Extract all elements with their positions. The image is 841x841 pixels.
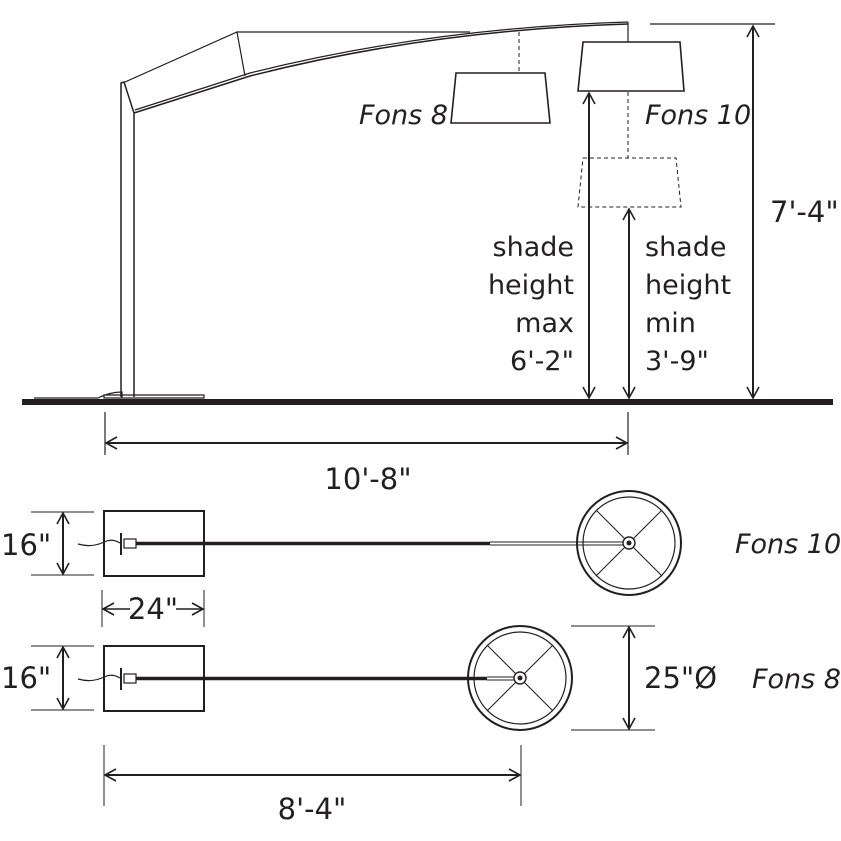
fons10-base-width-label: 24"	[128, 592, 178, 626]
floor-line	[22, 399, 833, 405]
fons10-shade-lowered	[577, 157, 682, 208]
base-plate	[34, 391, 205, 399]
arm	[124, 21, 629, 114]
reach-label: 10'-8"	[324, 462, 411, 496]
fons10-shade-plan	[576, 490, 682, 596]
svg-text:max: max	[515, 308, 574, 339]
fons8-elevation-label: Fons 8	[359, 100, 448, 131]
svg-text:shade: shade	[645, 232, 726, 263]
shade-height-max-label: shade height max 6'-2"	[488, 232, 574, 377]
fons10-power-cord	[77, 539, 121, 547]
svg-text:min: min	[645, 308, 696, 339]
svg-text:6'-2": 6'-2"	[510, 346, 574, 377]
fons10-elevation-label: Fons 10	[645, 100, 751, 131]
pole	[120, 81, 135, 397]
svg-text:height: height	[645, 270, 731, 301]
fons10-plan-label: Fons 10	[735, 529, 841, 560]
fons8-shade-diameter-label: 25"Ø	[644, 661, 717, 695]
fons10-base-depth-label: 16"	[1, 528, 51, 562]
svg-text:shade: shade	[493, 232, 574, 263]
fons8-shade-plan	[467, 625, 573, 731]
plan-view-fons8: 16" 25"Ø Fons 8 8'-4"	[1, 625, 841, 826]
fons8-plan-label: Fons 8	[752, 664, 841, 695]
fons8-power-cord	[77, 674, 121, 682]
svg-text:3'-9": 3'-9"	[645, 346, 709, 377]
plan-view-fons10: 16" Fons 10 24"	[1, 490, 841, 627]
overall-height-label: 7'-4"	[770, 195, 839, 229]
fons8-reach-label: 8'-4"	[278, 792, 347, 826]
fons8-shade	[450, 72, 551, 124]
shade-height-min-label: shade height min 3'-9"	[645, 232, 731, 377]
svg-text:height: height	[488, 270, 574, 301]
elevation-view: Fons 8 Fons 10 shade height max 6'-2" sh…	[22, 21, 839, 496]
fons8-base-depth-label: 16"	[1, 661, 51, 695]
fons10-shade	[577, 41, 685, 92]
